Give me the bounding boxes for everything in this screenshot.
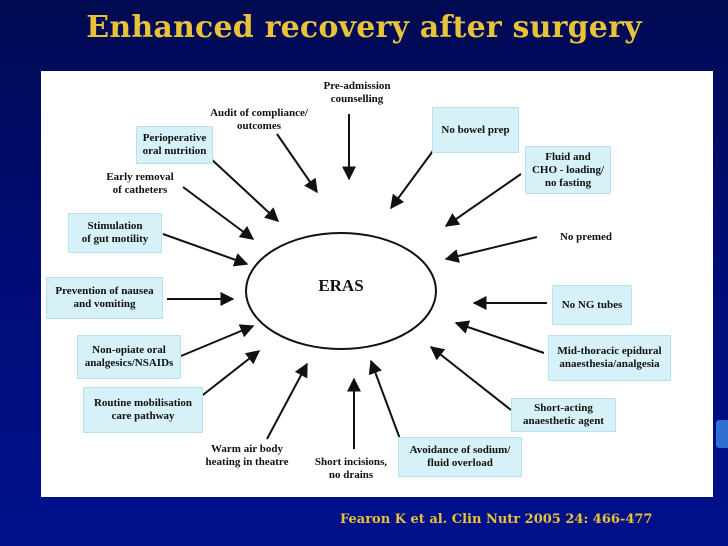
arrow-avoidance-sodium (368, 359, 404, 448)
node-pre-admission: Pre-admission counselling (323, 80, 391, 105)
node-audit-compliance: Audit of compliance/ outcomes (210, 107, 308, 132)
node-warm-air: Warm air body heating in theatre (205, 443, 289, 468)
arrow-layer (162, 114, 547, 449)
node-short-incisions: Short incisions, no drains (314, 456, 388, 481)
node-short-acting: Short-acting anaesthetic agent (511, 398, 616, 432)
arrow-early-removal (182, 186, 255, 240)
node-stimulation-gut: Stimulation of gut motility (68, 213, 162, 253)
hub-ellipse (245, 232, 437, 350)
node-perioperative-nutrition: Perioperative oral nutrition (136, 126, 213, 164)
arrow-stimulation-gut (162, 233, 249, 267)
node-no-bowel-prep: No bowel prep (432, 107, 519, 153)
arrow-warm-air (266, 362, 308, 440)
arrow-no-premed (444, 236, 538, 263)
node-non-opiate: Non-opiate oral analgesics/NSAIDs (77, 335, 181, 379)
node-routine-mobilisation: Routine mobilisation care pathway (83, 387, 203, 433)
arrow-fluid-cho (444, 173, 522, 227)
eras-diagram: ERAS Pre-admission counselling No bowel … (41, 71, 713, 497)
node-avoidance-sodium: Avoidance of sodium/ fluid overload (398, 437, 522, 477)
arrow-non-opiate (180, 324, 255, 357)
node-no-premed: No premed (559, 230, 613, 243)
node-fluid-cho: Fluid and CHO - loading/ no fasting (525, 146, 611, 194)
slide-edge-tab (716, 420, 728, 448)
node-prevention-nausea: Prevention of nausea and vomiting (46, 277, 163, 319)
arrow-short-acting (429, 346, 512, 411)
node-no-ng-tubes: No NG tubes (552, 285, 632, 325)
arrow-perioperative-nutrition (208, 156, 280, 222)
arrow-routine-mobilisation (198, 350, 261, 399)
arrow-audit-compliance (276, 133, 318, 194)
node-mid-thoracic: Mid-thoracic epidural anaesthesia/analge… (548, 335, 671, 381)
arrow-mid-thoracic (454, 320, 545, 354)
slide-title: Enhanced recovery after surgery (86, 10, 642, 45)
citation: Fearon K et al. Clin Nutr 2005 24: 466-4… (340, 512, 653, 527)
hub-label: ERAS (318, 276, 364, 295)
node-early-removal: Early removal of catheters (106, 171, 174, 196)
